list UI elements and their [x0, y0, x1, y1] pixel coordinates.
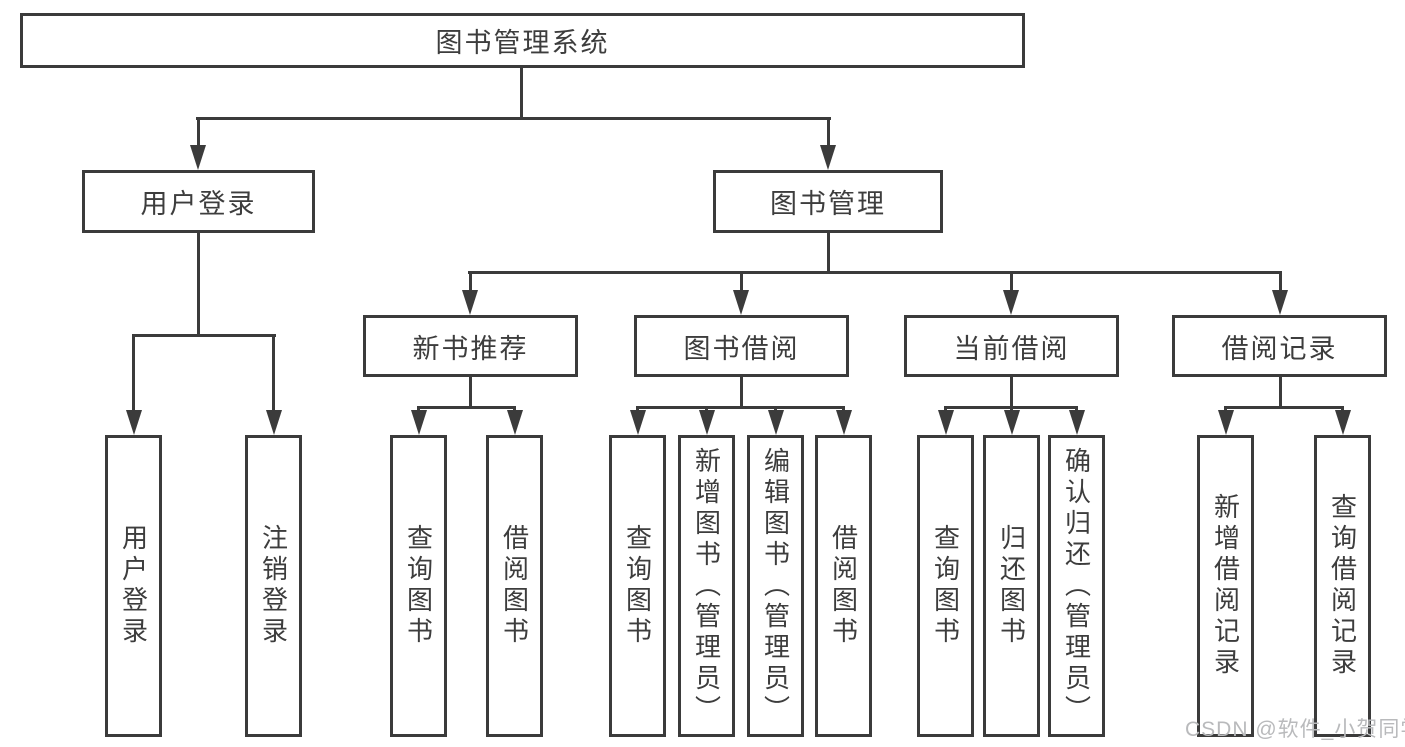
leaf-borrow-book-recommend: 借阅图书	[486, 435, 543, 737]
connector-line	[417, 406, 420, 412]
node-user-login: 用户登录	[82, 170, 315, 233]
connector-line	[705, 406, 708, 412]
connector-line	[469, 271, 472, 291]
leaf-edit-book-admin: 编辑图书（管理员）	[747, 435, 804, 737]
arrow-down-icon	[836, 410, 852, 435]
arrow-down-icon	[1272, 290, 1288, 315]
leaf-label: 查询借阅记录	[1327, 493, 1358, 679]
connector-line	[469, 375, 472, 408]
node-book-management: 图书管理	[713, 170, 943, 233]
leaf-label: 编辑图书（管理员）	[760, 446, 791, 726]
connector-line	[827, 117, 830, 149]
connector-line	[740, 271, 743, 291]
arrow-down-icon	[190, 145, 206, 170]
leaf-query-borrow-record: 查询借阅记录	[1314, 435, 1371, 737]
connector-line	[636, 406, 639, 412]
connector-line	[740, 375, 743, 408]
node-label: 图书管理系统	[435, 28, 610, 58]
node-label: 图书借阅	[683, 333, 800, 364]
connector-line	[197, 117, 200, 149]
connector-line	[417, 406, 516, 409]
arrow-down-icon	[1335, 410, 1351, 435]
connector-line	[1279, 271, 1282, 291]
leaf-label: 查询图书	[930, 524, 961, 648]
leaf-label: 注销登录	[258, 524, 289, 648]
connector-line	[1010, 375, 1013, 408]
arrow-down-icon	[126, 410, 142, 435]
connector-line	[513, 406, 516, 412]
leaf-label: 借阅图书	[499, 524, 530, 648]
connector-line	[1279, 375, 1282, 408]
connector-line	[272, 334, 275, 412]
leaf-query-books-borrow: 查询图书	[609, 435, 666, 737]
connector-line	[774, 406, 777, 412]
arrow-down-icon	[266, 410, 282, 435]
connector-line	[1224, 406, 1227, 412]
connector-line	[842, 406, 845, 412]
arrow-down-icon	[411, 410, 427, 435]
arrow-down-icon	[699, 410, 715, 435]
connector-line	[944, 406, 947, 412]
arrow-down-icon	[820, 145, 836, 170]
leaf-label: 新增借阅记录	[1210, 493, 1241, 679]
arrow-down-icon	[1218, 410, 1234, 435]
leaf-label: 借阅图书	[828, 524, 859, 648]
arrow-down-icon	[1003, 290, 1019, 315]
leaf-query-books-recommend: 查询图书	[390, 435, 447, 737]
leaf-label: 确认归还（管理员）	[1061, 446, 1092, 726]
connector-line	[1075, 406, 1078, 412]
leaf-query-books-current: 查询图书	[917, 435, 974, 737]
arrow-down-icon	[768, 410, 784, 435]
connector-line	[1010, 406, 1013, 412]
arrow-down-icon	[1069, 410, 1085, 435]
connector-line	[1010, 271, 1013, 291]
node-current-borrow: 当前借阅	[904, 315, 1119, 377]
leaf-label: 用户登录	[118, 524, 149, 648]
connector-line	[636, 406, 845, 409]
connector-line	[468, 271, 1282, 274]
node-new-book-recommend: 新书推荐	[363, 315, 578, 377]
leaf-add-borrow-record: 新增借阅记录	[1197, 435, 1254, 737]
connector-line	[520, 68, 523, 119]
connector-line	[132, 334, 135, 412]
node-borrow-records: 借阅记录	[1172, 315, 1387, 377]
arrow-down-icon	[938, 410, 954, 435]
node-root-book-management-system: 图书管理系统	[20, 13, 1025, 68]
leaf-borrow-book: 借阅图书	[815, 435, 872, 737]
leaf-return-book: 归还图书	[983, 435, 1040, 737]
arrow-down-icon	[1004, 410, 1020, 435]
arrow-down-icon	[630, 410, 646, 435]
connector-line	[197, 233, 200, 336]
arrow-down-icon	[462, 290, 478, 315]
leaf-label: 归还图书	[996, 524, 1027, 648]
node-label: 当前借阅	[953, 333, 1070, 364]
leaf-logout: 注销登录	[245, 435, 302, 737]
connector-line	[132, 334, 276, 337]
leaf-confirm-return-admin: 确认归还（管理员）	[1048, 435, 1105, 737]
leaf-label: 查询图书	[403, 524, 434, 648]
connector-line	[196, 117, 831, 120]
leaf-label: 查询图书	[622, 524, 653, 648]
arrow-down-icon	[507, 410, 523, 435]
node-book-borrow: 图书借阅	[634, 315, 849, 377]
connector-line	[1341, 406, 1344, 412]
node-label: 用户登录	[140, 189, 257, 219]
node-label: 图书管理	[770, 189, 886, 219]
leaf-label: 新增图书（管理员）	[691, 446, 722, 726]
csdn-watermark: CSDN @软件_小贺同学	[1185, 718, 1405, 741]
leaf-user-login: 用户登录	[105, 435, 162, 737]
connector-line	[1224, 406, 1344, 409]
arrow-down-icon	[733, 290, 749, 315]
leaf-add-book-admin: 新增图书（管理员）	[678, 435, 735, 737]
node-label: 借阅记录	[1221, 333, 1338, 364]
connector-line	[827, 233, 830, 273]
node-label: 新书推荐	[412, 333, 529, 364]
